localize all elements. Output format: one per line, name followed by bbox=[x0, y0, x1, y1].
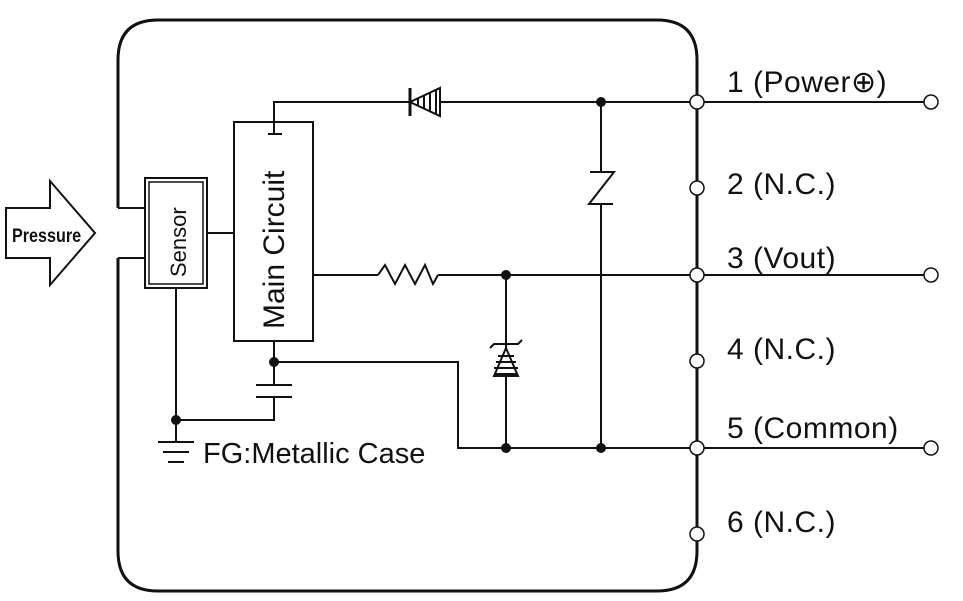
pin-2-terminal bbox=[689, 180, 705, 196]
zener-diode-icon bbox=[489, 339, 523, 377]
main-circuit-label: Main Circuit bbox=[258, 170, 291, 329]
pin-4-label: 4 (N.C.) bbox=[727, 333, 836, 366]
pin-terminals bbox=[689, 94, 705, 542]
pin-5-label: 5 (Common) bbox=[727, 412, 899, 445]
diode-icon bbox=[407, 86, 441, 118]
sensor-label: Sensor bbox=[166, 207, 191, 277]
wire-power bbox=[273, 101, 410, 134]
sensor-block bbox=[144, 177, 208, 289]
outer-terminal-5 bbox=[923, 440, 939, 456]
pin-4-terminal bbox=[689, 353, 705, 369]
outer-terminals bbox=[923, 94, 939, 456]
ground-icon bbox=[158, 441, 194, 463]
outer-terminal-1 bbox=[923, 94, 939, 110]
ground-label: FG:Metallic Case bbox=[203, 438, 425, 470]
pin-1-terminal bbox=[689, 94, 705, 110]
main-circuit-block bbox=[233, 121, 314, 342]
varistor-icon bbox=[586, 171, 617, 205]
capacitor-icon bbox=[256, 384, 292, 398]
pressure-label: Pressure bbox=[12, 225, 81, 247]
resistor-icon bbox=[377, 262, 439, 287]
pin-1-label: 1 (Power⊕) bbox=[727, 66, 887, 99]
pin-5-terminal bbox=[689, 440, 705, 456]
pin-6-terminal bbox=[689, 526, 705, 542]
sensor-block-inner bbox=[148, 181, 204, 285]
outer-terminal-3 bbox=[923, 267, 939, 283]
case-outline bbox=[116, 18, 699, 593]
pin-6-label: 6 (N.C.) bbox=[727, 506, 836, 539]
junction-dots bbox=[171, 97, 606, 453]
pin-2-label: 2 (N.C.) bbox=[727, 168, 836, 201]
pin-3-terminal bbox=[689, 267, 705, 283]
pressure-arrow bbox=[5, 178, 97, 288]
wire-cap-bottom bbox=[176, 397, 275, 421]
wire-common bbox=[274, 361, 697, 449]
pin-3-label: 3 (Vout) bbox=[727, 242, 836, 275]
